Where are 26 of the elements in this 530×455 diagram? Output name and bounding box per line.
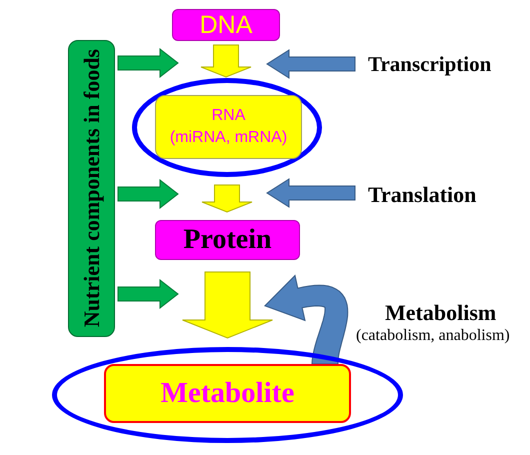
category-panel: [68, 40, 115, 337]
highlight-ellipse: [52, 347, 403, 443]
block-arrow: [118, 48, 179, 78]
block-arrow: [266, 49, 356, 79]
process-box: [104, 364, 351, 423]
block-arrow: [266, 178, 356, 208]
box-label: RNA: [212, 106, 246, 126]
box-label: Protein: [183, 226, 272, 254]
block-arrow: [202, 184, 252, 213]
process-box: [155, 95, 302, 159]
block-arrow: [118, 278, 179, 310]
process-note: (catabolism, anabolism): [356, 326, 510, 346]
box-label: Metabolite: [160, 379, 294, 408]
curved-arrow: [264, 274, 348, 364]
process-box: [155, 220, 300, 260]
highlight-ellipse: [132, 78, 322, 177]
process-label: Metabolism: [385, 302, 496, 324]
process-box: [172, 9, 280, 41]
step-label: Transcription: [368, 54, 492, 75]
block-arrow: [118, 178, 179, 210]
box-label: (miRNA, mRNA): [170, 128, 288, 148]
block-arrow: [182, 272, 273, 339]
box-label: DNA: [200, 12, 252, 38]
panel-label: Nutrient components in foods: [80, 49, 102, 328]
step-label: Translation: [368, 184, 476, 206]
block-arrow: [200, 44, 252, 78]
